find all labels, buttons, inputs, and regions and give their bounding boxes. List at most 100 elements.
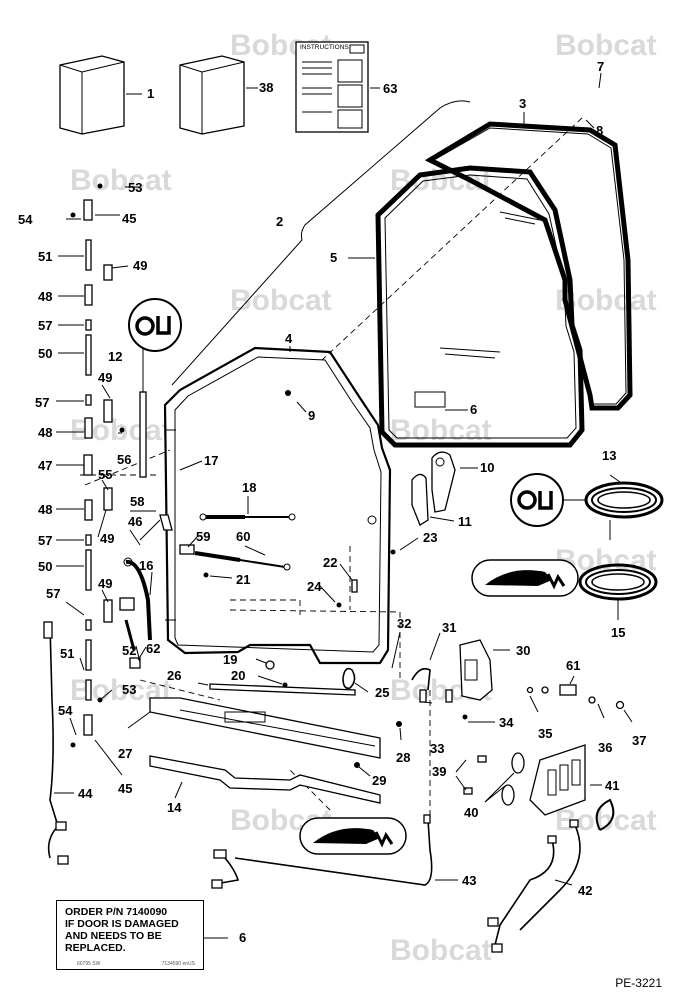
callout-number: 54 bbox=[18, 212, 33, 227]
callout-number: 5 bbox=[330, 250, 337, 265]
callout-number: 30 bbox=[516, 643, 530, 658]
assembly-lines bbox=[80, 117, 583, 820]
callout-number: 53 bbox=[122, 682, 136, 697]
part-26-strip bbox=[197, 682, 356, 696]
callout-number: 13 bbox=[602, 448, 616, 463]
part-1-box bbox=[59, 55, 142, 135]
callout-number: 12 bbox=[108, 349, 122, 364]
callout-number: 41 bbox=[605, 778, 619, 793]
part-63-instructions-manual bbox=[295, 41, 380, 133]
callout-number: 60 bbox=[236, 529, 250, 544]
callout-number: 49 bbox=[133, 258, 147, 273]
callout-number: 3 bbox=[519, 96, 526, 111]
callout-number: 15 bbox=[611, 625, 625, 640]
callout-number: 21 bbox=[236, 572, 250, 587]
use-adhesive-symbol bbox=[510, 473, 585, 527]
part-11-handle bbox=[411, 473, 455, 526]
callout-number: 35 bbox=[538, 726, 552, 741]
callout-number: 18 bbox=[242, 480, 256, 495]
callout-number: 49 bbox=[98, 576, 112, 591]
callout-number: 42 bbox=[578, 883, 592, 898]
part-43-harness bbox=[211, 814, 458, 889]
callout-number: 56 bbox=[117, 452, 131, 467]
callout-number: 49 bbox=[100, 531, 114, 546]
callout-number: 32 bbox=[397, 616, 411, 631]
callout-number: 58 bbox=[130, 494, 144, 509]
callout-number: 44 bbox=[78, 786, 93, 801]
callout-number: 48 bbox=[38, 502, 52, 517]
callout-number: 11 bbox=[458, 514, 472, 529]
callout-number: 62 bbox=[146, 641, 160, 656]
watermark-text: Bobcat bbox=[390, 414, 492, 447]
part-60-strut bbox=[179, 544, 291, 571]
callout-number: 7 bbox=[597, 59, 604, 74]
part-40-knobs bbox=[463, 752, 525, 806]
watermark-text: Bobcat bbox=[555, 29, 657, 62]
callout-number: 51 bbox=[60, 646, 74, 661]
callout-number: 59 bbox=[196, 529, 210, 544]
callout-number: 4 bbox=[285, 331, 293, 346]
callout-number: 37 bbox=[632, 733, 646, 748]
callout-number: 16 bbox=[139, 558, 153, 573]
callout-number: 1 bbox=[147, 86, 154, 101]
callout-number: 40 bbox=[464, 805, 478, 820]
callout-number: 20 bbox=[231, 668, 245, 683]
callout-number: 63 bbox=[383, 81, 397, 96]
part-10-handle bbox=[431, 451, 456, 513]
callout-number: 24 bbox=[307, 579, 322, 594]
seal-profile-callout bbox=[471, 559, 579, 597]
callout-number: 61 bbox=[566, 658, 580, 673]
callout-number: 45 bbox=[122, 211, 136, 226]
part-5-glass-panel bbox=[375, 165, 585, 448]
callout-number: 25 bbox=[375, 685, 389, 700]
decal-code-left: 60795 SW bbox=[77, 961, 101, 967]
small-hardware bbox=[119, 390, 625, 768]
callout-number: 29 bbox=[372, 773, 386, 788]
callout-number: 36 bbox=[598, 740, 612, 755]
callout-number: 48 bbox=[38, 425, 52, 440]
callout-number: 31 bbox=[442, 620, 456, 635]
callout-number: 49 bbox=[98, 370, 112, 385]
part-3-door-seal bbox=[424, 121, 633, 411]
callout-number: 26 bbox=[167, 668, 181, 683]
callout-number: 28 bbox=[396, 750, 410, 765]
callout-number: 48 bbox=[38, 289, 52, 304]
callout-number: 51 bbox=[38, 249, 52, 264]
decal-text: ORDER P/N 7140090 IF DOOR IS DAMAGED AND… bbox=[65, 906, 179, 954]
callout-number: 6 bbox=[239, 930, 246, 945]
callout-number: 55 bbox=[98, 467, 112, 482]
callout-number: 52 bbox=[122, 643, 136, 658]
part-30-latch bbox=[459, 639, 510, 701]
callout-number: 14 bbox=[167, 800, 182, 815]
callout-number: 27 bbox=[118, 746, 132, 761]
callout-number: 19 bbox=[223, 652, 237, 667]
callout-number: 53 bbox=[128, 180, 142, 195]
callout-number: 47 bbox=[38, 458, 52, 473]
callout-number: 9 bbox=[308, 408, 315, 423]
callout-number: 33 bbox=[430, 741, 444, 756]
callout-number: 39 bbox=[432, 764, 446, 779]
callout-number: 57 bbox=[38, 318, 52, 333]
callout-number: 22 bbox=[323, 555, 337, 570]
part-31-clip bbox=[411, 632, 441, 691]
callout-number: 34 bbox=[499, 715, 514, 730]
part-15-seal bbox=[578, 563, 658, 620]
instructions-title: INSTRUCTIONS bbox=[300, 44, 349, 51]
callout-number: 17 bbox=[204, 453, 218, 468]
part-44-harness bbox=[43, 621, 74, 865]
watermark-text: Bobcat bbox=[390, 934, 492, 967]
callout-number: 10 bbox=[480, 460, 494, 475]
callout-labels: 1 2 3 4 5 6 6 7 8 9 10 11 12 13 14 15 16… bbox=[18, 59, 646, 945]
decal-code-right: 7134590 enUS bbox=[161, 961, 195, 967]
part-41-switch-panel bbox=[529, 744, 586, 816]
callout-number: 57 bbox=[38, 533, 52, 548]
part-27-rail bbox=[127, 697, 381, 759]
callout-number: 57 bbox=[46, 586, 60, 601]
callout-number: 46 bbox=[128, 514, 142, 529]
callout-number: 54 bbox=[58, 703, 73, 718]
part-42-harness bbox=[487, 798, 615, 953]
part-14-trim bbox=[149, 755, 381, 804]
part-6-order-decal: ORDER P/N 7140090 IF DOOR IS DAMAGED AND… bbox=[56, 900, 204, 970]
callout-number: 23 bbox=[423, 530, 437, 545]
part-12-strip bbox=[139, 345, 147, 478]
